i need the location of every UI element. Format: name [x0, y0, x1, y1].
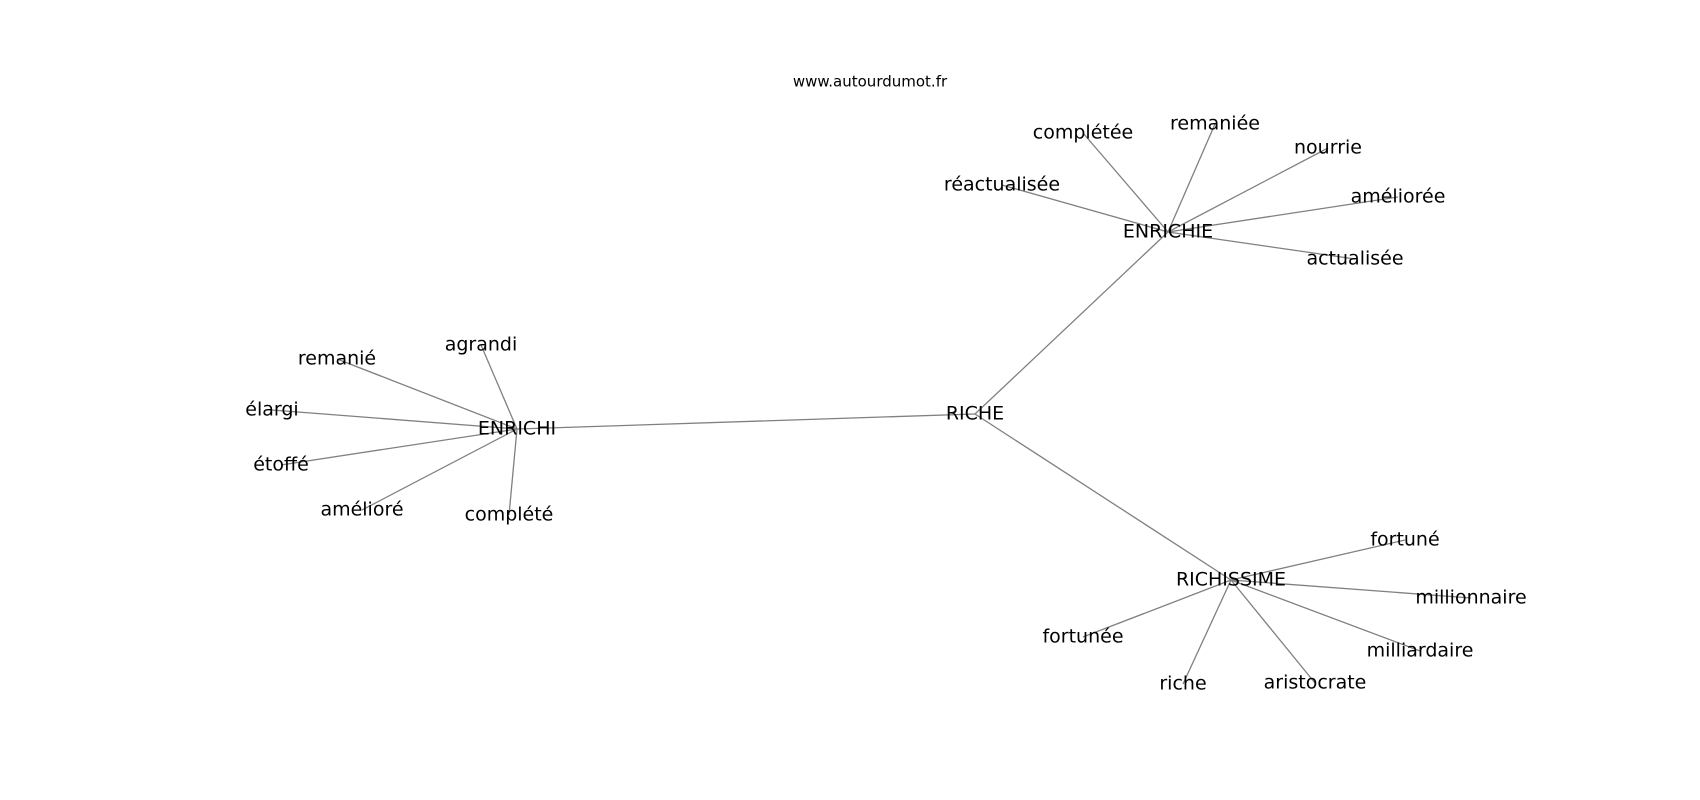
node-reactualisee: réactualisée — [944, 174, 1060, 196]
edge-riche_center-enrichi — [516, 413, 976, 430]
node-ameliore: amélioré — [320, 499, 403, 521]
node-fortunee: fortunée — [1042, 626, 1123, 648]
edge-richissime-aristocrate — [1230, 579, 1316, 684]
node-millionnaire: millionnaire — [1415, 587, 1526, 609]
edge-richissime-fortunee — [1082, 579, 1232, 638]
node-riche_leaf: riche — [1159, 673, 1206, 695]
edge-enrichie-actualisee — [1167, 231, 1356, 260]
node-complete: complété — [465, 504, 554, 526]
graph-nodes: RICHE ENRICHI ENRICHIE RICHISSIME agrandi rem… — [245, 113, 1526, 695]
edge-enrichi-agrandi — [480, 344, 518, 430]
node-riche_center: RICHE — [946, 403, 1004, 425]
node-completee: complétée — [1033, 122, 1133, 144]
node-enrichi: ENRICHI — [478, 418, 556, 440]
node-aristocrate: aristocrate — [1264, 672, 1367, 694]
edge-enrichie-completee — [1082, 132, 1169, 233]
node-etoffe: étoffé — [253, 454, 309, 476]
edge-enrichi-complete — [508, 428, 518, 516]
edge-richissime-fortune — [1230, 539, 1406, 581]
node-nourrie: nourrie — [1294, 137, 1362, 159]
edge-richissime-milliardaire — [1230, 579, 1421, 652]
node-remanie: remanié — [298, 348, 376, 370]
edge-enrichie-amelioree — [1167, 196, 1399, 233]
node-fortune: fortuné — [1370, 529, 1439, 551]
edge-richissime-riche_leaf — [1182, 579, 1232, 685]
source-url: www.autourdumot.fr — [793, 73, 948, 91]
edge-enrichi-ameliore — [361, 428, 518, 511]
edge-enrichie-reactualisee — [1001, 184, 1169, 233]
node-enrichie: ENRICHIE — [1123, 221, 1213, 243]
edge-enrichi-remanie — [336, 358, 518, 430]
edge-enrichie-nourrie — [1167, 147, 1329, 233]
node-elargi: élargi — [245, 399, 298, 421]
edge-riche_center-richissime — [974, 413, 1232, 581]
graph-edges — [271, 123, 1472, 685]
node-remaniee: remaniée — [1170, 113, 1260, 135]
node-agrandi: agrandi — [445, 334, 518, 356]
node-actualisee: actualisée — [1306, 248, 1403, 270]
node-milliardaire: milliardaire — [1367, 640, 1474, 662]
node-amelioree: améliorée — [1351, 186, 1446, 208]
edge-enrichie-remaniee — [1167, 123, 1216, 233]
edge-enrichi-elargi — [271, 409, 518, 430]
edge-richissime-millionnaire — [1230, 579, 1472, 599]
edge-enrichi-etoffe — [280, 428, 518, 466]
edge-riche_center-enrichie — [974, 231, 1169, 415]
node-richissime: RICHISSIME — [1176, 569, 1286, 591]
